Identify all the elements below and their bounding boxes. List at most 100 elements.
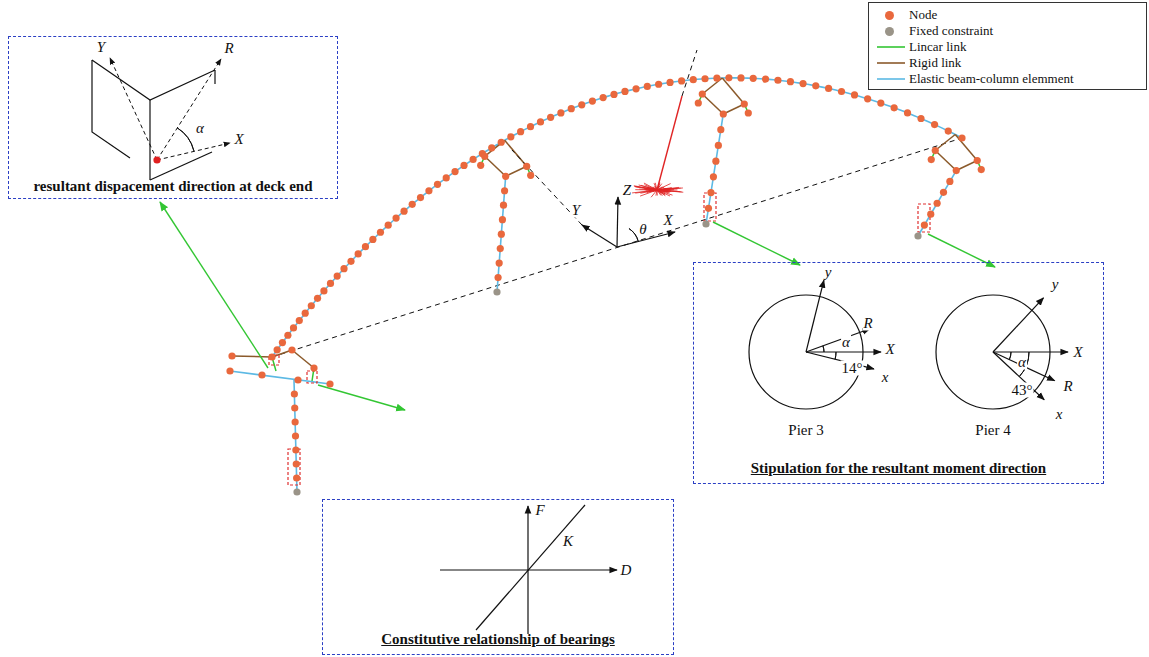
node-dot bbox=[310, 364, 317, 371]
legend-row: Rigid link bbox=[869, 55, 1146, 71]
node-dot bbox=[481, 153, 488, 160]
node-dot bbox=[705, 205, 712, 212]
node-dot bbox=[292, 432, 299, 439]
ground-motion-burst bbox=[651, 190, 657, 197]
node-dot bbox=[621, 88, 628, 95]
highlight-box bbox=[704, 193, 716, 221]
node-dot bbox=[610, 91, 617, 98]
y-axis bbox=[582, 225, 617, 247]
axis-label: x bbox=[1055, 407, 1064, 422]
node-dot bbox=[291, 390, 298, 397]
rigid-link bbox=[292, 350, 314, 368]
legend-text: Node bbox=[909, 7, 937, 23]
node-dot bbox=[434, 181, 441, 188]
node-dot bbox=[713, 75, 720, 82]
legend-row: Fixed constraint bbox=[869, 23, 1146, 39]
axis-label: X bbox=[233, 132, 244, 147]
node-dot bbox=[774, 77, 781, 84]
resultant-moment-axis bbox=[993, 352, 1055, 381]
axis-label: R bbox=[862, 316, 873, 331]
node-dot bbox=[258, 371, 265, 378]
node-dot bbox=[589, 97, 596, 104]
node-dot bbox=[527, 172, 534, 179]
node-dot bbox=[320, 287, 327, 294]
node-dot bbox=[750, 75, 757, 82]
r-direction-arrow bbox=[157, 59, 221, 160]
excitation-direction-extension bbox=[682, 50, 697, 96]
axis-label: α bbox=[195, 121, 205, 136]
node-dot bbox=[537, 118, 544, 125]
node-dot bbox=[940, 189, 947, 196]
node-dot bbox=[443, 174, 450, 181]
deck-end-sketch bbox=[214, 70, 215, 84]
node-dot bbox=[934, 200, 941, 207]
node-dot bbox=[392, 215, 399, 222]
node-dot bbox=[632, 85, 639, 92]
legend-line-sample bbox=[871, 39, 907, 55]
legend-row: Node bbox=[869, 7, 1146, 23]
deck-end-node bbox=[153, 156, 160, 163]
deck-end-sketch bbox=[150, 152, 212, 180]
stiffness-line bbox=[476, 505, 585, 630]
axis-label: F bbox=[534, 503, 545, 518]
axis-label: Y bbox=[96, 40, 106, 55]
node-dot bbox=[644, 83, 651, 90]
deck-end-sketch bbox=[92, 60, 215, 100]
legend-line bbox=[877, 46, 905, 48]
ground-motion-burst bbox=[639, 185, 657, 190]
node-dot bbox=[891, 104, 898, 111]
leader-arrow bbox=[160, 202, 268, 368]
node-dot bbox=[288, 346, 295, 353]
node-dot bbox=[290, 324, 297, 331]
node-dot bbox=[578, 101, 585, 108]
legend-text: Lincar link bbox=[909, 39, 966, 55]
axis-label: α bbox=[841, 335, 851, 350]
node-dot bbox=[762, 76, 769, 83]
node-dot bbox=[292, 418, 299, 425]
node-dot bbox=[226, 367, 233, 374]
resultant-moment-axis bbox=[806, 329, 870, 352]
node-dot bbox=[425, 187, 432, 194]
node-dot bbox=[678, 77, 685, 84]
inset-panel: Stipulation for the resultant moment dir… bbox=[693, 262, 1104, 484]
node-dot bbox=[851, 91, 858, 98]
node-dot bbox=[745, 109, 752, 116]
node-dot bbox=[928, 156, 935, 163]
highlight-box bbox=[288, 449, 300, 485]
local-y-axis bbox=[993, 298, 1043, 352]
node-dot bbox=[946, 178, 953, 185]
angle-arc bbox=[835, 352, 837, 359]
node-dot bbox=[720, 110, 727, 117]
axis-label: α bbox=[1017, 355, 1027, 370]
ground-motion-burst bbox=[634, 186, 657, 190]
leader-arrow bbox=[713, 222, 800, 265]
node-dot bbox=[385, 222, 392, 229]
alpha-arc bbox=[1009, 352, 1011, 360]
legend-sample-cell bbox=[869, 23, 909, 39]
node-dot bbox=[655, 81, 662, 88]
deck-beam bbox=[272, 78, 962, 357]
node-dot bbox=[451, 168, 458, 175]
node-dot bbox=[409, 201, 416, 208]
node-dot bbox=[507, 133, 514, 140]
axis-label: y bbox=[1051, 277, 1060, 292]
leader-arrow bbox=[318, 385, 405, 410]
node-dot bbox=[921, 221, 928, 228]
rigid-link bbox=[722, 78, 744, 104]
node-dot bbox=[931, 121, 938, 128]
node-dot bbox=[274, 346, 281, 353]
highlight-box bbox=[918, 204, 930, 232]
node-dot bbox=[707, 189, 714, 196]
alpha-arc bbox=[177, 128, 194, 151]
node-dot bbox=[362, 243, 369, 250]
node-dot bbox=[701, 75, 708, 82]
axis-label: Z bbox=[622, 183, 632, 198]
panel-title: Stipulation for the resultant moment dir… bbox=[694, 459, 1103, 477]
node-dot bbox=[547, 114, 554, 121]
ground-motion-burst bbox=[657, 190, 673, 195]
rigid-link bbox=[232, 350, 292, 357]
deck-end-sketch bbox=[149, 100, 150, 180]
node-dot bbox=[355, 250, 362, 257]
axis-label: X bbox=[662, 213, 673, 228]
